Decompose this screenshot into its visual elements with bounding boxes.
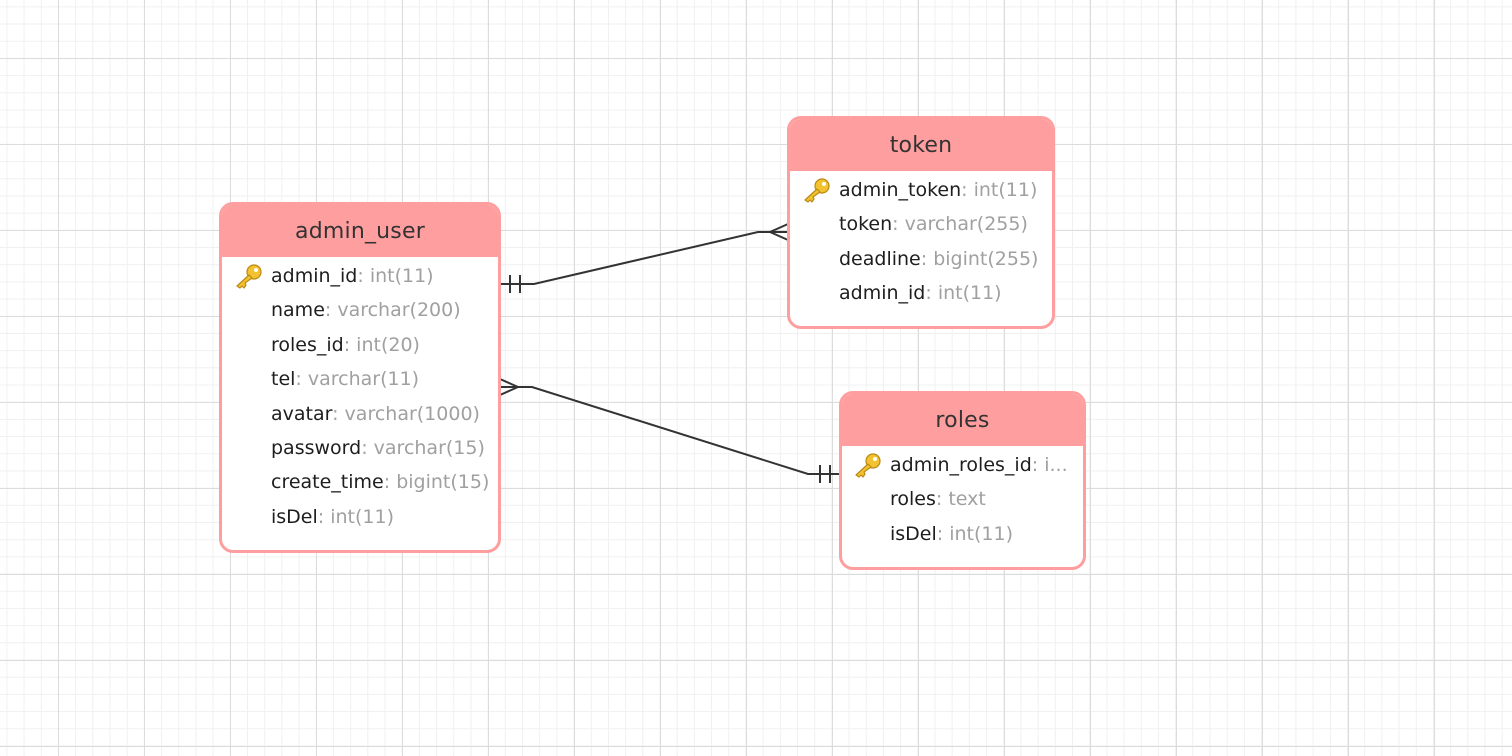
field-name: admin_id	[271, 265, 358, 287]
relationship-admin-user-token[interactable]	[500, 223, 789, 293]
field-name: token	[839, 213, 893, 236]
entity-fields: admin_roles_id: i... roles: text isDel: …	[842, 446, 1083, 551]
entity-fields: admin_token: int(11) token: varchar(255)…	[790, 171, 1052, 311]
field-type: : bigint(255)	[920, 247, 1039, 270]
field-row[interactable]: admin_id: int(11)	[790, 276, 1052, 310]
entity-header: admin_user	[222, 205, 498, 257]
field-name: isDel	[890, 522, 937, 545]
relationship-line	[500, 231, 788, 285]
entity-fields: admin_id: int(11) name: varchar(200) rol…	[222, 257, 498, 534]
field-name: roles	[890, 488, 936, 511]
field-row[interactable]: name: varchar(200)	[222, 293, 498, 327]
many-marker-line	[499, 378, 519, 388]
field-row[interactable]: avatar: varchar(1000)	[222, 397, 498, 431]
field-row[interactable]: deadline: bigint(255)	[790, 242, 1052, 276]
field-name: tel	[271, 368, 296, 391]
field-name: isDel	[271, 505, 318, 528]
field-row[interactable]: admin_roles_id: i...	[842, 448, 1083, 482]
field-type: : int(11)	[357, 265, 434, 287]
entity-title: token	[889, 132, 953, 158]
entity-token[interactable]: token admin_token: int(11) token: varcha…	[787, 116, 1055, 329]
field-type: : i...	[1031, 454, 1068, 476]
entity-title: roles	[935, 407, 990, 433]
field-type: : varchar(200)	[324, 299, 461, 322]
field-name: create_time	[271, 471, 384, 494]
field-type: : varchar(11)	[295, 368, 420, 391]
field-row[interactable]: isDel: int(11)	[842, 517, 1083, 551]
field-name: admin_id	[839, 282, 926, 305]
field-name: avatar	[271, 402, 333, 425]
field-type: : varchar(1000)	[332, 402, 480, 425]
field-name: deadline	[839, 247, 921, 270]
field-name: name	[271, 299, 325, 322]
field-row[interactable]: roles_id: int(20)	[222, 328, 498, 362]
field-type: : varchar(255)	[892, 213, 1028, 236]
field-name: admin_token	[839, 179, 962, 201]
field-type: : int(20)	[343, 333, 420, 356]
field-name: password	[271, 436, 362, 459]
field-type: : bigint(15)	[383, 471, 490, 494]
key-icon	[853, 452, 883, 478]
field-name: admin_roles_id	[890, 454, 1032, 476]
field-row[interactable]: password: varchar(15)	[222, 431, 498, 465]
many-marker-line	[769, 223, 789, 233]
field-type: : int(11)	[961, 179, 1038, 201]
field-type: : text	[935, 488, 986, 511]
relationship-line	[500, 386, 840, 475]
entity-header: roles	[842, 394, 1083, 446]
field-type: : int(11)	[936, 522, 1013, 545]
field-row[interactable]: token: varchar(255)	[790, 207, 1052, 241]
field-row[interactable]: isDel: int(11)	[222, 500, 498, 534]
field-row[interactable]: tel: varchar(11)	[222, 362, 498, 396]
entity-header: token	[790, 119, 1052, 171]
relationship-admin-user-roles[interactable]	[499, 378, 840, 483]
entity-title: admin_user	[295, 218, 425, 244]
field-type: : varchar(15)	[361, 436, 485, 459]
key-icon	[234, 263, 264, 289]
field-row[interactable]: create_time: bigint(15)	[222, 465, 498, 499]
many-marker-line	[769, 231, 789, 241]
field-row[interactable]: admin_token: int(11)	[790, 173, 1052, 207]
entity-roles[interactable]: roles admin_roles_id: i... roles: text i…	[839, 391, 1086, 570]
many-marker-line	[499, 386, 519, 396]
field-type: : int(11)	[317, 505, 394, 528]
field-row[interactable]: admin_id: int(11)	[222, 259, 498, 293]
field-name: roles_id	[271, 333, 344, 356]
field-row[interactable]: roles: text	[842, 482, 1083, 516]
entity-admin-user[interactable]: admin_user admin_id: int(11) name: varch…	[219, 202, 501, 553]
key-icon	[802, 177, 832, 203]
field-type: : int(11)	[925, 282, 1002, 305]
